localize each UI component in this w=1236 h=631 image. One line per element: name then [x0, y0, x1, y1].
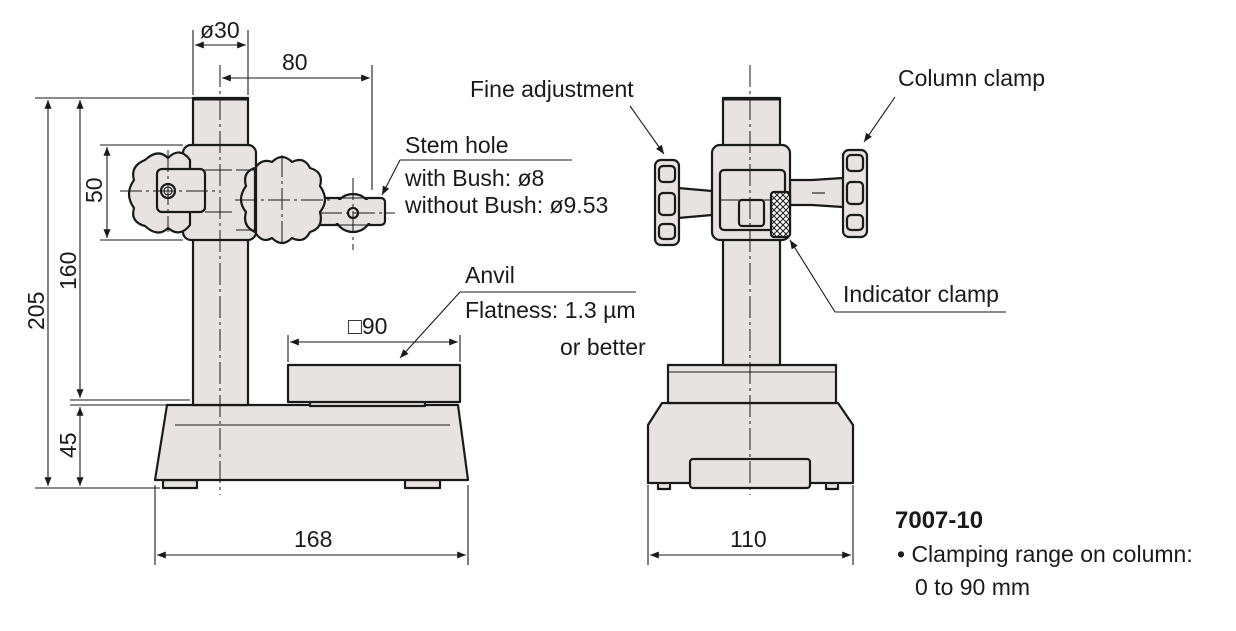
callout-stem-hole: Stem hole — [405, 132, 509, 158]
dim-arm-reach: 80 — [282, 49, 308, 75]
dim-column-diameter: ø30 — [200, 17, 240, 43]
front-anvil — [666, 363, 838, 405]
base-foot-right — [403, 478, 442, 490]
front-view: 110 Fine adjustment Column clamp Indicat… — [470, 65, 1045, 565]
fine-adjust-knob-front — [653, 158, 681, 247]
dim-total-height: 205 — [23, 292, 49, 330]
dim-max-height: 160 — [55, 252, 81, 290]
anvil — [286, 363, 462, 404]
callout-column-clamp: Column clamp — [898, 65, 1045, 91]
dim-clamp-height: 50 — [81, 177, 107, 203]
column-clamp-knob-front — [841, 148, 869, 239]
callout-fine-adjustment: Fine adjustment — [470, 76, 634, 102]
model-number: 7007-10 — [895, 507, 983, 534]
callout-indicator-clamp: Indicator clamp — [843, 281, 999, 307]
callout-flatness: Flatness: 1.3 µm — [465, 297, 635, 323]
dim-base-length: 168 — [294, 526, 332, 552]
dim-base-width: 110 — [730, 526, 767, 552]
callout-with-bush: with Bush: ø8 — [404, 165, 544, 191]
callout-or-better: or better — [560, 334, 646, 360]
dim-base-height: 45 — [55, 432, 81, 458]
callout-anvil: Anvil — [465, 262, 515, 288]
spec-range: 0 to 90 mm — [915, 574, 1030, 600]
base — [153, 403, 470, 482]
fine-adjust-shaft — [676, 186, 714, 220]
dim-anvil-size: □90 — [348, 313, 387, 339]
side-view: ø30 80 50 205 160 45 168 □90 Stem hole w… — [23, 17, 646, 565]
spec-bullet: • Clamping range on column: — [897, 541, 1193, 567]
callout-without-bush: without Bush: ø9.53 — [404, 192, 608, 218]
dimension-lines — [35, 30, 469, 565]
indicator-clamp-knurl — [769, 190, 792, 239]
base-foot-left — [161, 478, 199, 490]
